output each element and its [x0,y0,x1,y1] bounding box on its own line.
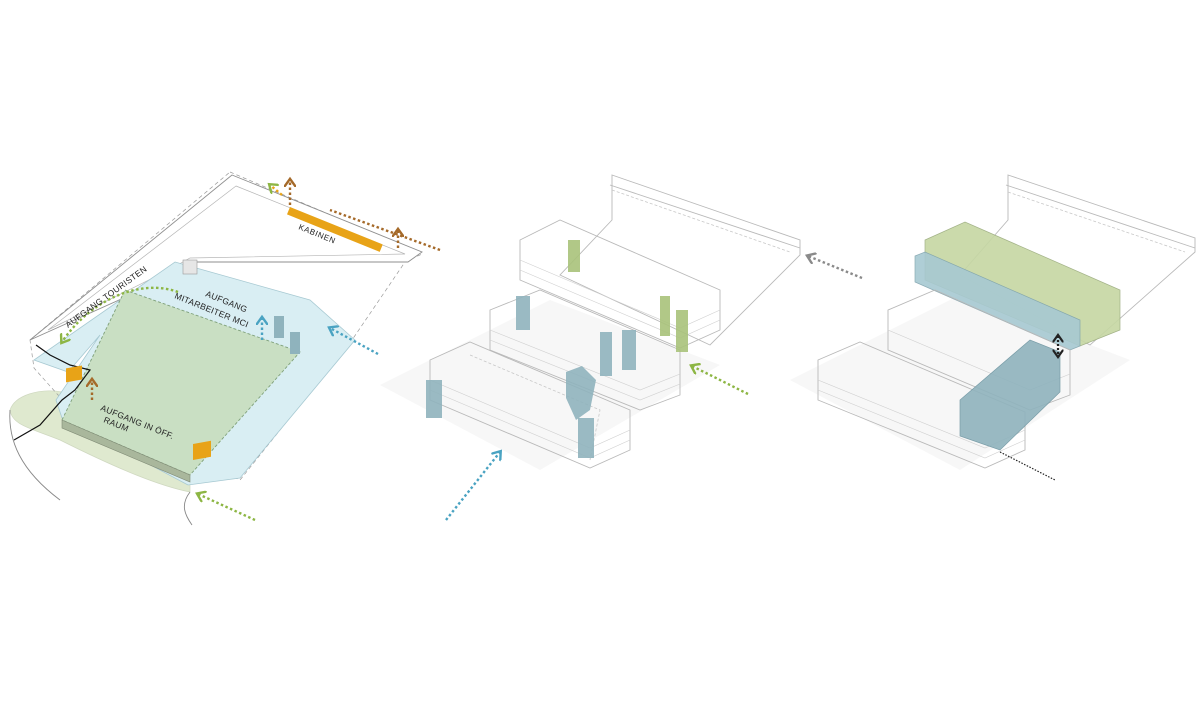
green-plaza-edge [61,419,191,483]
orange-cabin-bar [287,207,383,252]
core-blue-f [578,418,594,458]
panel-volumes-cores [380,174,863,521]
panel-volumes-program [790,174,1196,481]
volume-top [519,219,721,349]
parcel-outline [29,171,423,481]
panel-site-plan: AUFGANG TOURISTEN AUFGANG MITARBEITER MC… [9,171,441,526]
core-blue-a [516,296,530,330]
core-green-b [660,296,670,336]
arrow-blue-2 [445,452,500,521]
core-green-c [676,310,688,352]
road-curve-2 [183,491,193,526]
back-platform [559,174,801,346]
orange-volume-plaza [193,440,211,460]
arrow-green-2 [692,366,749,396]
core-blue-c [600,332,612,376]
road-curve [9,409,61,501]
line-black-dotted [999,451,1056,481]
orange-volume-left [66,365,82,383]
volume-middle-3 [887,289,1071,411]
black-section-line [13,344,92,441]
blue-core-2 [290,332,300,354]
grey-stair [182,259,198,275]
core-blue-e [566,366,596,420]
blue-block [959,339,1061,451]
core-green-a [568,240,580,272]
core-blue-d [622,330,636,370]
arrow-blue-right [330,328,379,356]
arrow-grey-2 [808,256,863,280]
core-blue-b [426,380,442,418]
blue-core-1 [274,316,284,338]
volume-middle [489,289,681,411]
blue-bar [914,251,1081,351]
back-platform-3 [959,174,1196,346]
arrow-green-bottom [198,494,256,522]
volume-front-3 [817,341,1026,469]
